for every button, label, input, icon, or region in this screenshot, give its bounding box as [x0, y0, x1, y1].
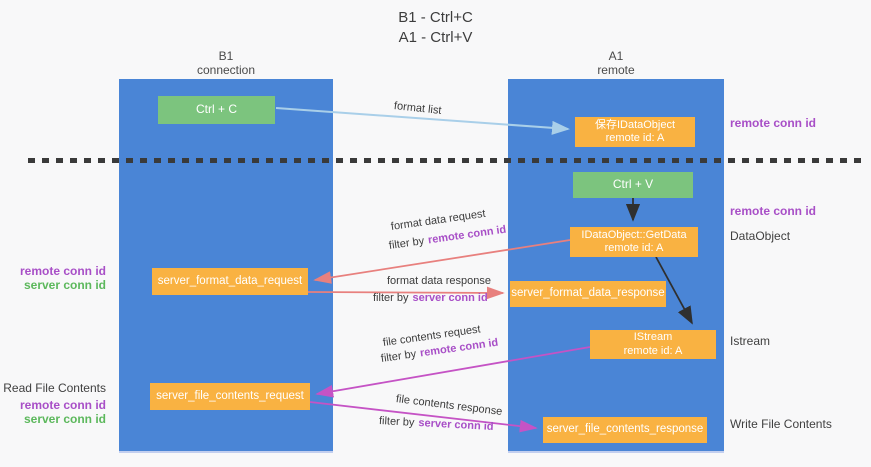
server-format-data-request-label: server_format_data_request — [157, 274, 303, 287]
lane-header-a1: A1 — [608, 49, 624, 63]
format-list-label: format list — [393, 100, 443, 117]
istream-node: IStream remote id: A — [590, 330, 716, 359]
lane-header-b1: B1 — [218, 49, 234, 63]
left-server-conn-id-format: server conn id — [23, 278, 106, 292]
server-conn-id-text: server conn id — [412, 292, 488, 304]
filter-by-text: filter by — [380, 348, 417, 365]
filter-by-text: filter by — [378, 415, 415, 429]
filter-by-text: filter by — [373, 292, 409, 304]
server-format-data-response-label: server_format_data_response — [511, 287, 665, 300]
istream-label: IStream — [633, 331, 673, 343]
server-format-data-response-node: server_format_data_response — [510, 281, 666, 307]
format-data-response-label: format data response — [387, 275, 491, 287]
clipboard-boundary-dashed-line — [28, 158, 862, 163]
lane-header-connection: connection — [196, 63, 256, 77]
title-line-ctrl-c: B1 - Ctrl+C — [398, 9, 473, 26]
left-remote-conn-id-format: remote conn id — [19, 264, 106, 278]
server-conn-id-text: server conn id — [418, 417, 494, 433]
write-file-contents-label: Write File Contents — [730, 417, 832, 431]
lane-header-a1-remote: A1 remote — [508, 49, 724, 77]
server-format-data-request-node: server_format_data_request — [152, 268, 308, 295]
lane-header-b1-connection: B1 connection — [119, 49, 333, 77]
title-line-ctrl-v: A1 - Ctrl+V — [398, 29, 473, 46]
server-file-contents-request-label: server_file_contents_request — [156, 389, 304, 402]
file-contents-response-label: file contents response — [395, 393, 503, 418]
lane-header-remote: remote — [597, 63, 635, 77]
save-idataobject-node: 保存IDataObject remote id: A — [575, 117, 695, 147]
istream-remote-id: remote id: A — [623, 344, 683, 357]
right-remote-conn-id-top: remote conn id — [730, 116, 817, 130]
filter-by-text: filter by — [388, 235, 425, 252]
server-file-contents-response-node: server_file_contents_response — [543, 417, 707, 443]
diagram-title: B1 - Ctrl+C A1 - Ctrl+V — [0, 8, 871, 48]
right-remote-conn-id-mid: remote conn id — [730, 204, 817, 218]
read-file-contents-label: Read File Contents — [3, 381, 106, 395]
ctrl-v-node: Ctrl + V — [573, 172, 693, 198]
save-idataobject-remote-id: remote id: A — [605, 132, 665, 144]
dataobject-label: DataObject — [730, 229, 791, 243]
idataobject-getdata-node: IDataObject::GetData remote id: A — [570, 227, 698, 257]
remote-conn-id-text: remote conn id — [427, 223, 507, 247]
left-remote-conn-id-file: remote conn id — [19, 398, 106, 412]
ctrl-v-label: Ctrl + V — [612, 177, 654, 192]
left-server-conn-id-file: server conn id — [23, 412, 106, 426]
getdata-label: IDataObject::GetData — [581, 228, 687, 241]
ctrl-c-label: Ctrl + C — [195, 102, 237, 117]
save-idataobject-label: 保存IDataObject — [594, 118, 676, 131]
getdata-remote-id: remote id: A — [604, 242, 664, 254]
ctrl-c-node: Ctrl + C — [158, 96, 275, 124]
istream-side-label: Istream — [730, 334, 771, 348]
server-file-contents-request-node: server_file_contents_request — [150, 383, 310, 410]
server-file-contents-response-label: server_file_contents_response — [546, 423, 704, 436]
